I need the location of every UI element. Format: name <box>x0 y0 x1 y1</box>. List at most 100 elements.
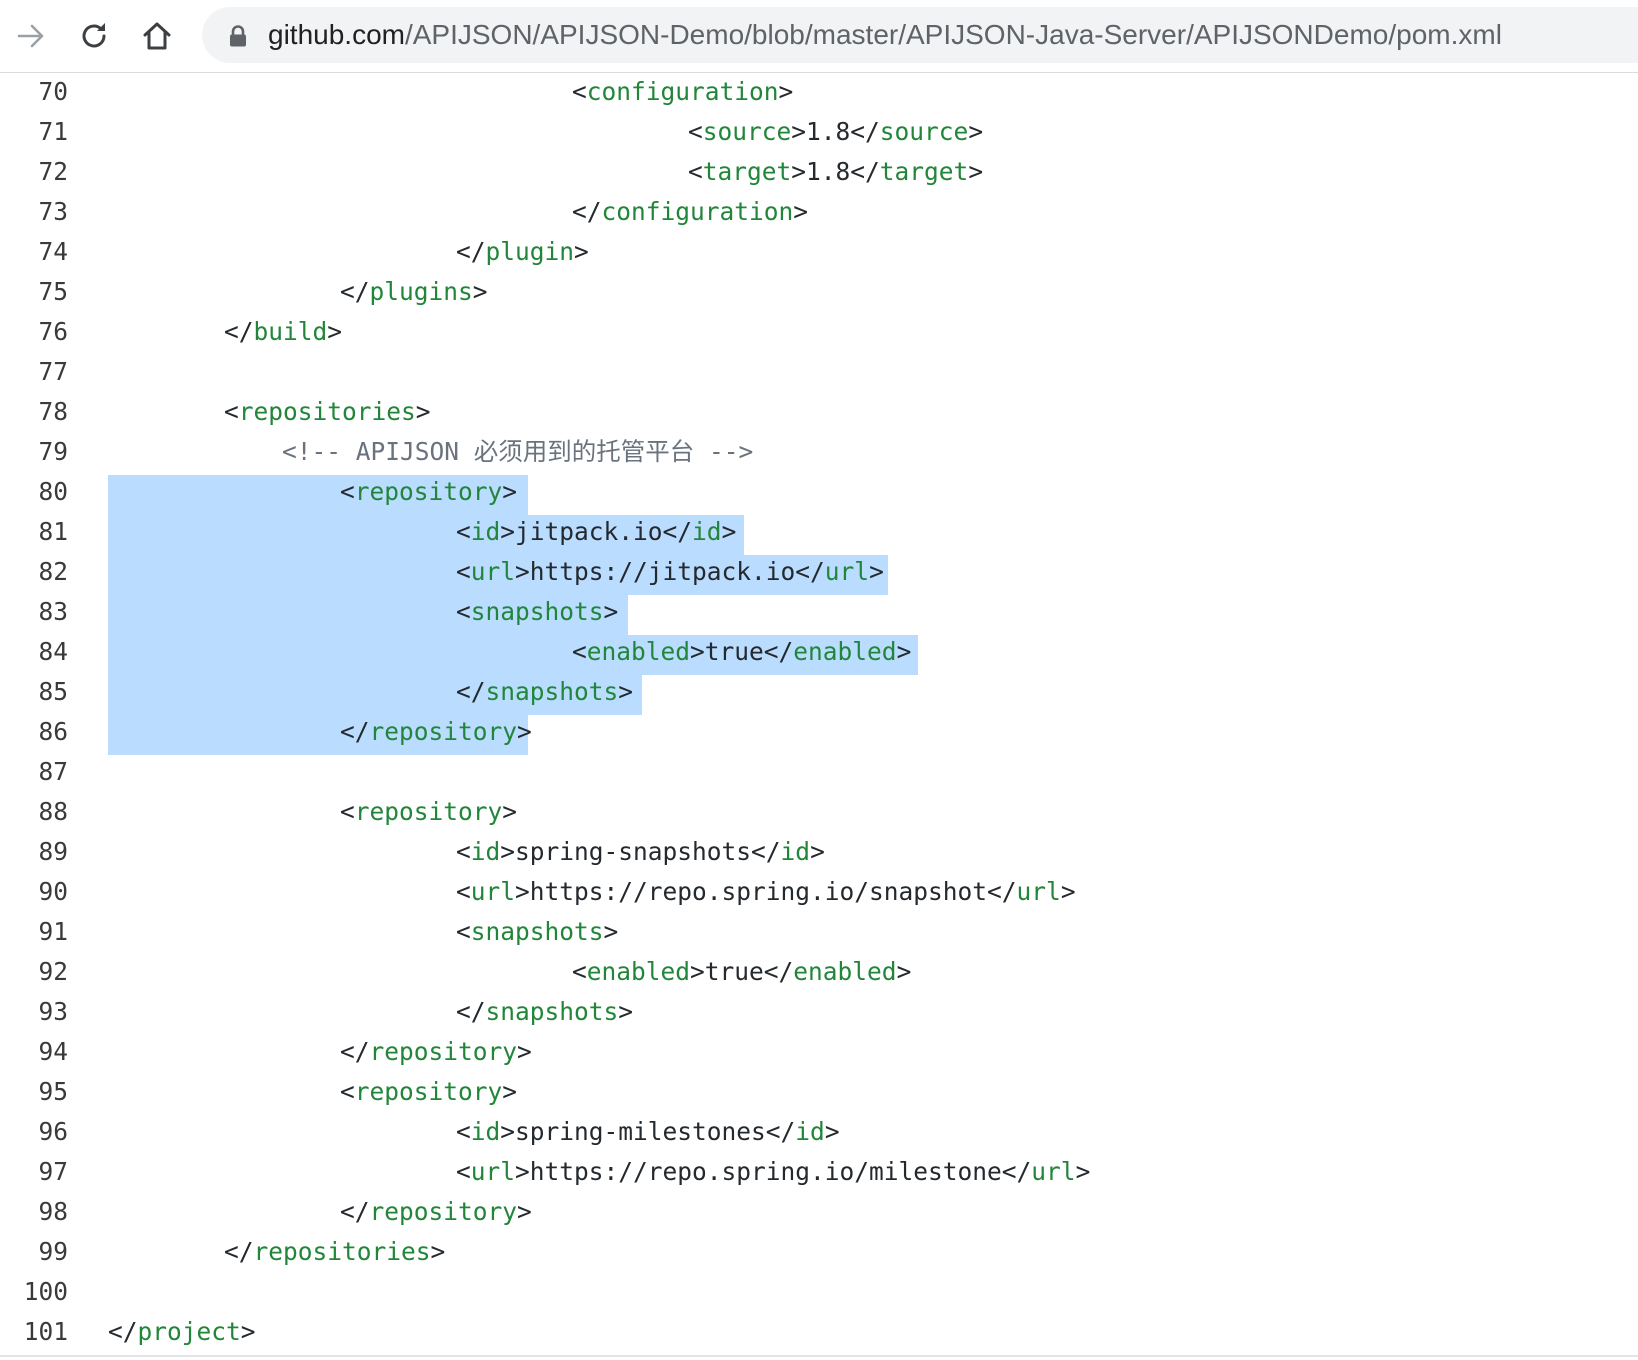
forward-button[interactable] <box>10 15 52 57</box>
code-text: </repositories> <box>224 1232 445 1272</box>
line-number[interactable]: 74 <box>38 237 68 266</box>
code-text: <enabled>true</enabled> <box>572 632 911 672</box>
line-number[interactable]: 94 <box>38 1037 68 1066</box>
code-token: > <box>502 1077 518 1106</box>
line-number[interactable]: 78 <box>38 397 68 426</box>
xml-tag-name: snapshots <box>470 597 604 626</box>
code-text: </plugin> <box>456 232 589 272</box>
xml-tag-name: snapshots <box>485 997 619 1026</box>
line-number[interactable]: 79 <box>38 437 68 466</box>
code-token: </ <box>340 717 370 746</box>
code-text: </repository> <box>340 712 532 752</box>
line-number[interactable]: 90 <box>38 877 68 906</box>
line-number[interactable]: 83 <box>38 597 68 626</box>
xml-tag-name: id <box>780 837 811 866</box>
code-token: > <box>327 317 343 346</box>
code-token: >https://jitpack.io</ <box>515 557 825 586</box>
code-line: 88<repository> <box>0 792 1638 832</box>
line-number[interactable]: 96 <box>38 1117 68 1146</box>
address-bar[interactable]: github.com/APIJSON/APIJSON-Demo/blob/mas… <box>202 7 1638 63</box>
selection-highlight <box>108 635 918 675</box>
code-token: < <box>688 117 703 146</box>
xml-tag-name: target <box>879 157 969 186</box>
code-line: 97<url>https://repo.spring.io/milestone<… <box>0 1152 1638 1192</box>
xml-tag-name: url <box>470 557 516 586</box>
code-line: 89<id>spring-snapshots</id> <box>0 832 1638 872</box>
code-line: 83<snapshots> <box>0 592 1638 632</box>
line-number[interactable]: 92 <box>38 957 68 986</box>
xml-tag-name: source <box>879 117 969 146</box>
line-number[interactable]: 71 <box>38 117 68 146</box>
code-token: > <box>517 717 532 746</box>
line-number[interactable]: 81 <box>38 517 68 546</box>
line-number[interactable]: 97 <box>38 1157 68 1186</box>
divider <box>0 1355 1638 1357</box>
code-line: 75 </plugins> <box>0 272 1638 312</box>
line-number[interactable]: 88 <box>38 797 68 826</box>
line-number[interactable]: 93 <box>38 997 68 1026</box>
line-number[interactable]: 100 <box>23 1277 68 1306</box>
xml-tag-name: snapshots <box>470 917 604 946</box>
code-token: < <box>340 477 355 506</box>
code-token: < <box>340 1077 355 1106</box>
line-number[interactable]: 89 <box>38 837 68 866</box>
code-token: < <box>456 557 471 586</box>
code-line: 74 </plugin> <box>0 232 1638 272</box>
line-number[interactable]: 77 <box>38 357 68 386</box>
code-view[interactable]: 70<configuration>71<source>1.8</source>7… <box>0 72 1638 1357</box>
line-number[interactable]: 76 <box>38 317 68 346</box>
code-token: </ <box>224 1237 254 1266</box>
line-number[interactable]: 86 <box>38 717 68 746</box>
xml-comment: <!-- APIJSON 必须用到的托管平台 --> <box>282 437 754 466</box>
code-token: >spring-snapshots</ <box>500 837 781 866</box>
line-number[interactable]: 87 <box>38 757 68 786</box>
code-line: 91 <snapshots> <box>0 912 1638 952</box>
xml-tag-name: repositories <box>238 397 416 426</box>
code-token: > <box>896 637 912 666</box>
code-text: <!-- APIJSON 必须用到的托管平台 --> <box>282 432 753 472</box>
code-line: 72<target>1.8</target> <box>0 152 1638 192</box>
code-token: < <box>456 597 471 626</box>
code-token: < <box>456 917 471 946</box>
line-number[interactable]: 95 <box>38 1077 68 1106</box>
line-number[interactable]: 72 <box>38 157 68 186</box>
code-token: > <box>502 797 518 826</box>
code-token: >1.8</ <box>791 117 880 146</box>
code-text: <repository> <box>340 1072 517 1112</box>
reload-button[interactable] <box>73 15 115 57</box>
code-line: 100 <box>0 1272 1638 1312</box>
line-number[interactable]: 101 <box>23 1317 68 1346</box>
code-token: </ <box>456 997 486 1026</box>
line-number[interactable]: 75 <box>38 277 68 306</box>
xml-tag-name: repository <box>369 1197 518 1226</box>
code-line: 82<url>https://jitpack.io</url> <box>0 552 1638 592</box>
code-token: > <box>778 77 794 106</box>
code-line: 95 <repository> <box>0 1072 1638 1112</box>
home-icon <box>143 22 171 50</box>
lock-icon <box>230 25 246 47</box>
code-text: </repository> <box>340 1032 532 1072</box>
code-text: <url>https://repo.spring.io/snapshot</ur… <box>456 872 1076 912</box>
code-token: </ <box>108 1317 138 1346</box>
code-text: <snapshots> <box>456 912 618 952</box>
code-token: > <box>472 277 488 306</box>
line-number[interactable]: 82 <box>38 557 68 586</box>
line-number[interactable]: 99 <box>38 1237 68 1266</box>
line-number[interactable]: 84 <box>38 637 68 666</box>
xml-tag-name: project <box>137 1317 241 1346</box>
xml-tag-name: id <box>692 517 722 546</box>
code-token: < <box>572 77 587 106</box>
line-number[interactable]: 73 <box>38 197 68 226</box>
line-number[interactable]: 91 <box>38 917 68 946</box>
line-number[interactable]: 80 <box>38 477 68 506</box>
line-number[interactable]: 98 <box>38 1197 68 1226</box>
xml-tag-name: enabled <box>793 957 897 986</box>
line-number[interactable]: 70 <box>38 77 68 106</box>
code-text: <repositories> <box>224 392 431 432</box>
code-text: </plugins> <box>340 272 488 312</box>
home-button[interactable] <box>136 15 178 57</box>
code-token: </ <box>456 677 486 706</box>
code-token: </ <box>340 277 370 306</box>
line-number[interactable]: 85 <box>38 677 68 706</box>
code-token: </ <box>224 317 254 346</box>
